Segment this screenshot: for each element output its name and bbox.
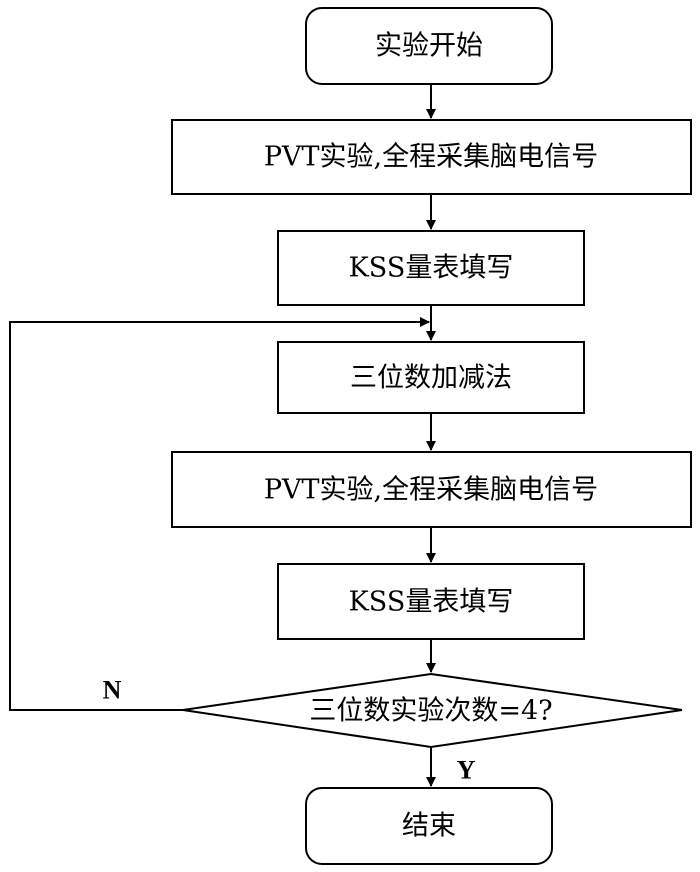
node-pvt-1-label: PVT实验,全程采集脑电信号 (264, 142, 598, 173)
node-kss-1 (277, 230, 585, 306)
node-decision-label: 三位数实验次数=4? (309, 696, 552, 727)
node-end (305, 787, 553, 865)
node-pvt-2 (171, 451, 692, 528)
node-arithmetic-label: 三位数加减法 (350, 363, 512, 394)
node-kss-2-label: KSS量表填写 (349, 587, 514, 618)
node-kss-2 (277, 563, 585, 640)
node-pvt-1 (171, 119, 692, 195)
node-start (305, 7, 553, 85)
node-end-label: 结束 (402, 811, 456, 842)
node-pvt-2-label: PVT实验,全程采集脑电信号 (264, 475, 598, 506)
node-kss-1-label: KSS量表填写 (349, 253, 514, 284)
node-start-label: 实验开始 (375, 31, 483, 62)
edge-label-no: N (103, 676, 122, 705)
node-decision (182, 672, 683, 749)
edge-loop-back-no (9, 317, 430, 711)
node-arithmetic (277, 341, 585, 414)
edge-label-yes: Y (457, 756, 476, 785)
